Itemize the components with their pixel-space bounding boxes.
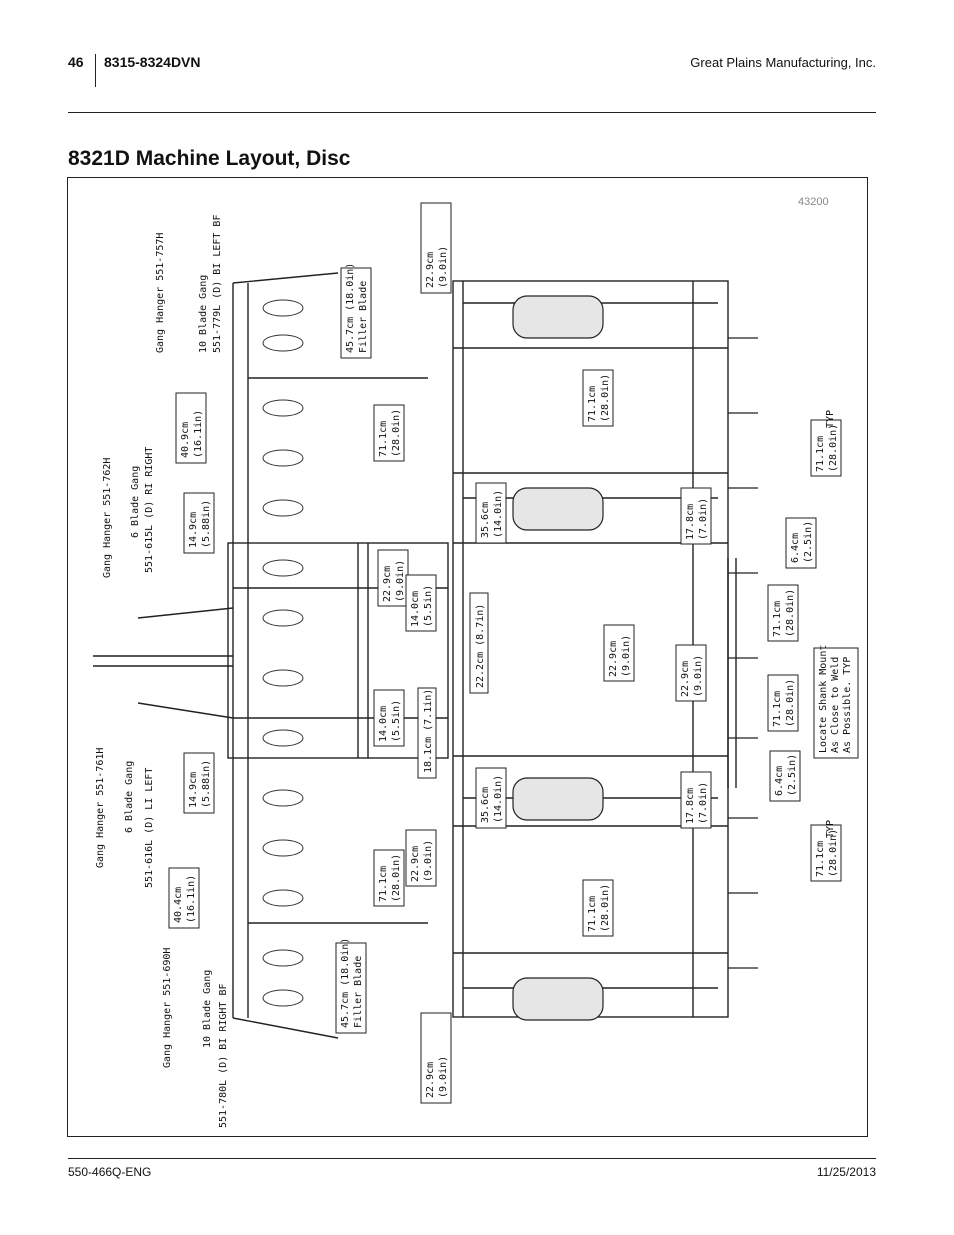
part-callout: 10 Blade Gang xyxy=(198,275,209,353)
dim-label: (5.88in) xyxy=(201,760,212,808)
tire xyxy=(512,295,604,339)
dim-label: (14.0in) xyxy=(493,775,504,823)
dim-label: 45.7cm (18.0in) xyxy=(345,263,356,353)
tire xyxy=(512,977,604,1021)
header-divider xyxy=(95,54,96,87)
note-label: Locate Shank Mount xyxy=(818,645,829,753)
dim-label: (7.0in) xyxy=(698,498,709,540)
machine-layout-figure: 43200 22.9cm(9.0in) 22.9cm(9.0in) 40.9cm… xyxy=(67,177,868,1137)
company-name: Great Plains Manufacturing, Inc. xyxy=(690,55,876,70)
dim-label: 17.8cm xyxy=(685,788,696,824)
dim-label: (9.0in) xyxy=(438,1056,449,1098)
dim-label: (5.88in) xyxy=(201,500,212,548)
dim-label: 18.1cm (7.1in) xyxy=(423,689,434,773)
dim-label: 45.7cm (18.0in) xyxy=(340,938,351,1028)
dim-label: 71.1cm xyxy=(587,386,598,422)
dim-label: 40.4cm xyxy=(173,887,184,923)
dim-label: (2.5in) xyxy=(803,521,814,563)
dim-label: (5.5in) xyxy=(391,700,402,742)
dim-label: 14.0cm xyxy=(378,706,389,742)
part-callout: 551-615L (D) RI RIGHT xyxy=(144,447,155,573)
dim-label: 71.1cm xyxy=(815,436,826,472)
layout-drawing: 43200 22.9cm(9.0in) 22.9cm(9.0in) 40.9cm… xyxy=(93,196,859,1128)
dim-label: (28.0in) xyxy=(600,374,611,422)
page-title: 8321D Machine Layout, Disc xyxy=(68,147,351,170)
footer-rule xyxy=(68,1158,876,1159)
dim-label: 22.9cm xyxy=(680,661,691,697)
dim-label: (28.0in) xyxy=(785,589,796,637)
part-callout: 551-780L (D) BI RIGHT BF xyxy=(218,984,229,1129)
document-number: 550-466Q-ENG xyxy=(68,1165,152,1179)
dim-label: (2.5in) xyxy=(787,754,798,796)
dim-label: (9.0in) xyxy=(395,560,406,602)
page-number: 46 xyxy=(68,54,84,70)
dim-label: 35.6cm xyxy=(480,787,491,823)
dim-label: (16.1in) xyxy=(193,410,204,458)
dim-label: 14.0cm xyxy=(410,591,421,627)
dim-label: (14.0in) xyxy=(493,490,504,538)
tire xyxy=(512,487,604,531)
part-callouts: Gang Hanger 551-757H 10 Blade Gang 551-7… xyxy=(95,215,229,1128)
dimension-labels: 22.9cm(9.0in) 22.9cm(9.0in) 40.9cm(16.1i… xyxy=(168,202,859,1104)
dim-label: (9.0in) xyxy=(423,840,434,882)
dim-label: (9.0in) xyxy=(621,635,632,677)
dim-label: 22.9cm xyxy=(425,252,436,288)
dim-label: 14.9cm xyxy=(188,772,199,808)
dim-label: 22.9cm xyxy=(608,641,619,677)
part-callout: 551-779L (D) BI LEFT BF xyxy=(212,215,223,353)
disc-gangs xyxy=(262,299,304,1007)
part-callout: 551-616L (D) LI LEFT xyxy=(144,768,155,888)
dim-label: (7.0in) xyxy=(698,782,709,824)
part-callout: Gang Hanger 551-690H xyxy=(162,948,173,1068)
note-label: As Possible. TYP xyxy=(842,657,853,753)
header-rule xyxy=(68,112,876,113)
dim-label: (28.0in) xyxy=(828,829,839,877)
dim-label: (16.1in) xyxy=(186,875,197,923)
dim-label: 71.1cm xyxy=(772,601,783,637)
dim-label: 40.9cm xyxy=(180,422,191,458)
center-frame xyxy=(227,542,449,759)
dim-label: (28.0in) xyxy=(785,679,796,727)
part-callout: 6 Blade Gang xyxy=(124,761,135,833)
dim-label: (28.0in) xyxy=(391,854,402,902)
dim-label: 71.1cm xyxy=(378,866,389,902)
dim-label: Filler Blade xyxy=(353,956,364,1028)
dim-label: 35.6cm xyxy=(480,502,491,538)
note-label: TYP xyxy=(825,410,836,428)
rear-tires xyxy=(512,295,604,1021)
model-number: 8315-8324DVN xyxy=(104,54,201,70)
dim-label: 71.1cm xyxy=(587,896,598,932)
dim-label: 14.9cm xyxy=(188,512,199,548)
dim-label: (28.0in) xyxy=(828,424,839,472)
dim-label: 71.1cm xyxy=(772,691,783,727)
dim-label: 71.1cm xyxy=(815,841,826,877)
dim-label: 71.1cm xyxy=(378,421,389,457)
dim-label: (28.0in) xyxy=(391,409,402,457)
dim-label: 22.9cm xyxy=(410,846,421,882)
part-callout: 10 Blade Gang xyxy=(202,970,213,1048)
dim-label: 17.8cm xyxy=(685,504,696,540)
note-label: TYP xyxy=(825,820,836,838)
part-callout: Gang Hanger 551-761H xyxy=(95,748,106,868)
dim-label: (5.5in) xyxy=(423,585,434,627)
shanks xyxy=(728,337,758,969)
dim-label: 6.4cm xyxy=(790,533,801,563)
dim-label: (9.0in) xyxy=(438,246,449,288)
dim-label: (28.0in) xyxy=(600,884,611,932)
part-callout: Gang Hanger 551-757H xyxy=(155,233,166,353)
dim-label: 22.9cm xyxy=(382,566,393,602)
figure-number: 43200 xyxy=(798,196,829,208)
dim-label: Filler Blade xyxy=(358,281,369,353)
document-date: 11/25/2013 xyxy=(816,1165,876,1179)
dim-label: (9.0in) xyxy=(693,655,704,697)
part-callout: 6 Blade Gang xyxy=(130,466,141,538)
tire xyxy=(512,777,604,821)
note-label: As Close to Weld xyxy=(830,657,841,753)
dim-label: 22.2cm (8.7in) xyxy=(475,604,486,688)
dim-label: 22.9cm xyxy=(425,1062,436,1098)
dim-label: 6.4cm xyxy=(774,766,785,796)
part-callout: Gang Hanger 551-762H xyxy=(102,458,113,578)
